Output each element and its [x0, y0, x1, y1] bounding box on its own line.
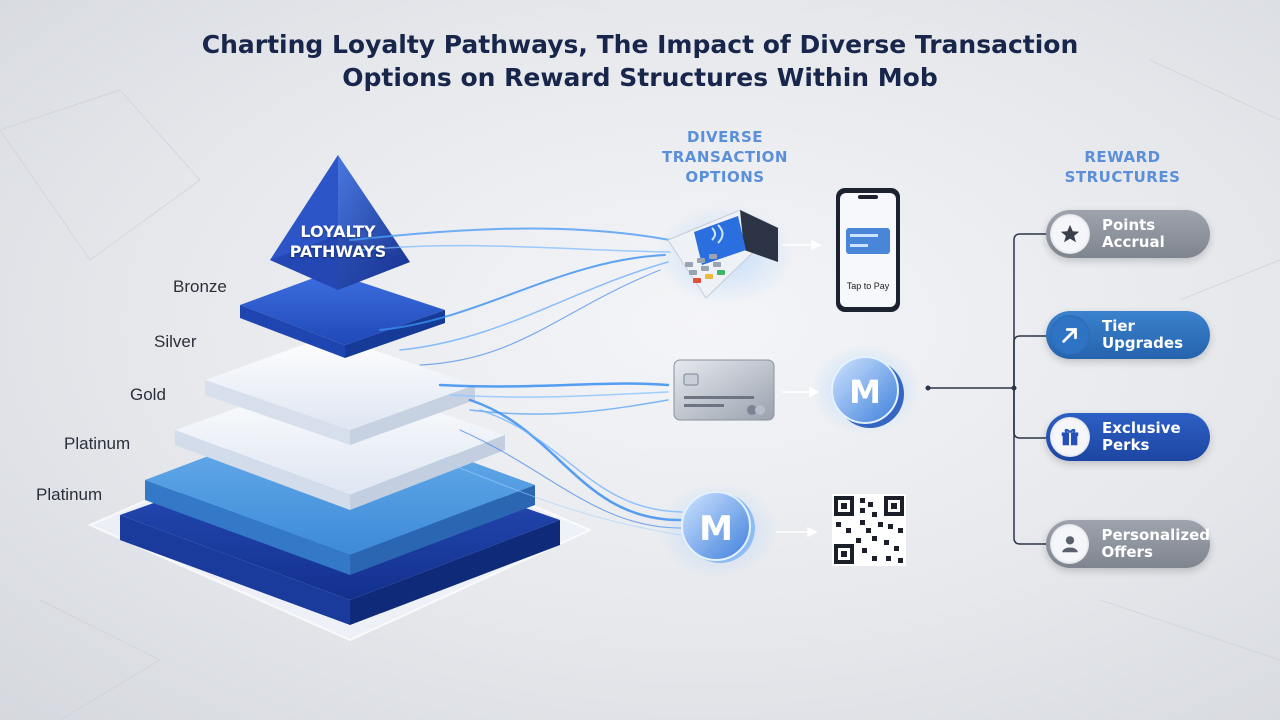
rewards-heading-line-1: REWARD [1084, 148, 1161, 166]
reward-label-line-2: Accrual [1102, 233, 1165, 251]
reward-label-line-1: Points [1102, 216, 1156, 234]
transactions-heading-line-1: DIVERSE [687, 128, 763, 146]
tier-label-bronze: Bronze [173, 277, 227, 296]
rewards-heading: REWARD STRUCTURES [1050, 147, 1195, 187]
pyramid-tier-blue [240, 272, 445, 358]
svg-text:M: M [699, 509, 733, 549]
rewards-heading-line-2: STRUCTURES [1064, 168, 1181, 186]
page-title: Charting Loyalty Pathways, The Impact of… [140, 28, 1140, 94]
transactions-heading: DIVERSE TRANSACTION OPTIONS [650, 127, 800, 187]
pyramid-apex-label: LOYALTY PATHWAYS [268, 222, 408, 262]
tier-label-gold: Gold [130, 385, 166, 404]
reward-label-line-2: Upgrades [1102, 334, 1184, 352]
star-icon [1050, 214, 1090, 254]
connector-tree [928, 233, 1046, 545]
reward-tier-upgrades: Tier Upgrades [1046, 311, 1210, 359]
smartphone [836, 188, 900, 312]
background-network [0, 59, 1280, 720]
reward-label-line-1: Tier [1102, 317, 1135, 335]
reward-label-line-1: Exclusive [1102, 419, 1181, 437]
digital-coin-1: M [658, 482, 778, 578]
reward-personalized-offers: Personalized Offers [1046, 520, 1210, 568]
title-line-1: Charting Loyalty Pathways, The Impact of… [201, 30, 1079, 59]
reward-exclusive-perks: Exclusive Perks [1046, 413, 1210, 461]
apex-label-line-1: LOYALTY [300, 222, 376, 241]
title-line-2: Options on Reward Structures Within Mob [342, 63, 938, 92]
pyramid [87, 155, 593, 642]
reward-label-line-2: Perks [1102, 436, 1150, 454]
pyramid-apex [270, 155, 410, 290]
transactions-heading-line-3: OPTIONS [685, 168, 765, 186]
tier-label-silver: Silver [154, 332, 197, 351]
tier-label-platinum-1: Platinum [64, 434, 131, 453]
tier-label-platinum-2: Platinum [36, 485, 103, 504]
transactions-heading-line-2: TRANSACTION [662, 148, 788, 166]
digital-coin-2: M [811, 345, 921, 435]
apex-label-line-2: PATHWAYS [289, 242, 387, 261]
reward-label-line-2: Offers [1101, 543, 1153, 561]
pyramid-tier-white-upper [205, 335, 475, 445]
qr-code [832, 494, 906, 566]
phone-screen-text: Tap to Pay [846, 281, 890, 291]
flow-streams [349, 227, 685, 536]
reward-points-accrual: Points Accrual [1046, 210, 1210, 258]
arrow-up-right-icon [1050, 315, 1090, 355]
arrows [776, 239, 822, 538]
user-icon [1050, 524, 1090, 564]
svg-text:M: M [849, 373, 881, 411]
gift-icon [1050, 417, 1090, 457]
pos-terminal [655, 205, 795, 305]
credit-card [673, 359, 775, 421]
reward-label-line-1: Personalized [1101, 526, 1210, 544]
